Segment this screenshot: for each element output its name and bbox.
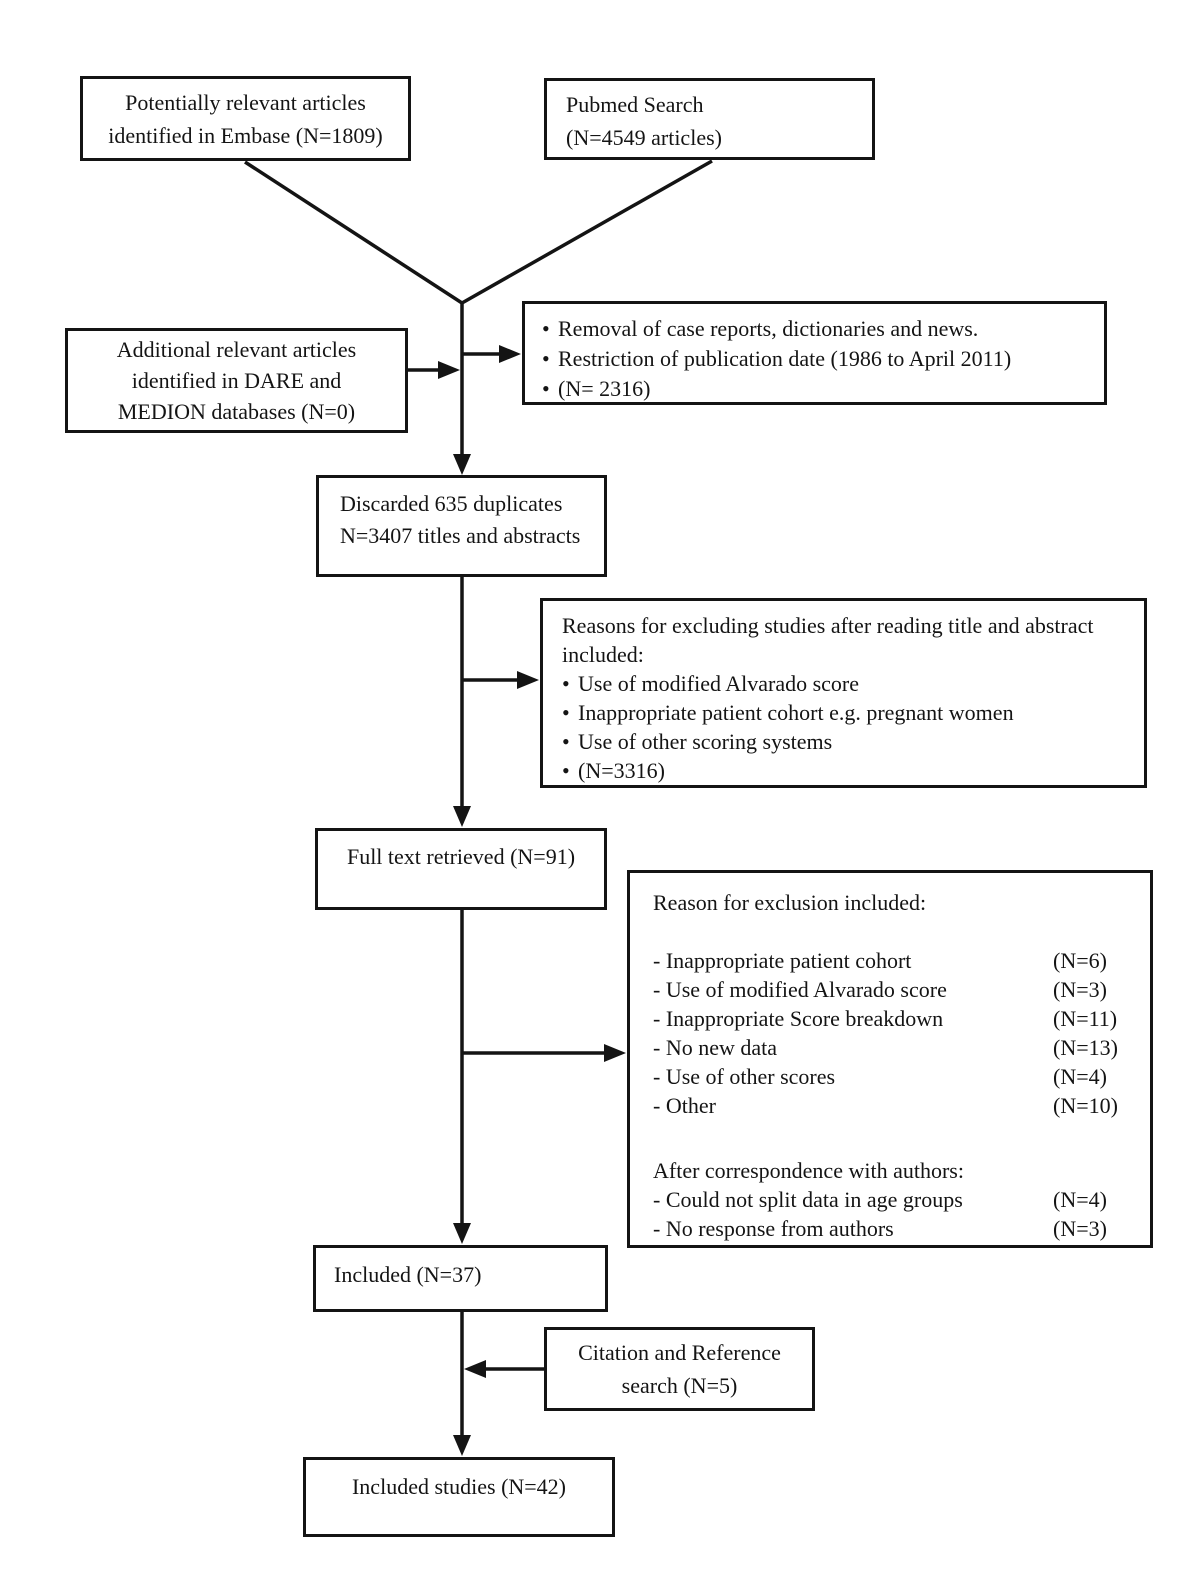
spine-to-filter-arrow xyxy=(462,345,521,363)
exclusion-count: (N=13) xyxy=(1053,1035,1118,1060)
exclusion-label: - Could not split data in age groups xyxy=(653,1187,963,1212)
pubmed-filter-box: Removal of case reports, dictionaries an… xyxy=(522,301,1107,405)
abstract-exclusions-bullet-3: Use of other scoring systems xyxy=(562,727,1128,756)
included-to-final-arrow xyxy=(453,1312,471,1456)
embase-box: Potentially relevant articles identified… xyxy=(80,76,411,161)
fulltext-retrieved-box: Full text retrieved (N=91) xyxy=(315,828,607,910)
exclusion-row: - Use of modified Alvarado score (N=3) xyxy=(653,975,1140,1004)
embase-line-2: identified in Embase (N=1809) xyxy=(108,122,383,148)
exclusion-count: (N=4) xyxy=(1053,1187,1107,1212)
duplicates-to-fulltext-arrow xyxy=(453,577,471,827)
included-line-1: Included (N=37) xyxy=(334,1262,482,1287)
exclusion-row: - Other (N=10) xyxy=(653,1091,1140,1120)
exclusion-row: - Inappropriate patient cohort (N=6) xyxy=(653,946,1140,975)
abstract-exclusions-header-1: Reasons for excluding studies after read… xyxy=(562,613,1094,638)
duplicates-line-2: N=3407 titles and abstracts xyxy=(340,523,581,548)
spacer xyxy=(653,917,1140,946)
exclusion-count: (N=10) xyxy=(1053,1093,1118,1118)
dare-line-1: Additional relevant articles xyxy=(116,337,357,362)
included-box: Included (N=37) xyxy=(313,1245,608,1312)
spine-to-abstract-exclusions-arrow xyxy=(462,671,539,689)
exclusion-count: (N=11) xyxy=(1053,1006,1118,1031)
pubmed-box: Pubmed Search (N=4549 articles) xyxy=(544,78,875,160)
abstract-exclusions-box: Reasons for excluding studies after read… xyxy=(540,598,1147,788)
exclusion-label: - Use of other scores xyxy=(653,1064,836,1089)
filter-bullet-3: (N= 2316) xyxy=(542,374,1094,404)
included-studies-box: Included studies (N=42) xyxy=(303,1457,615,1537)
filter-bullet-1: Removal of case reports, dictionaries an… xyxy=(542,314,1094,344)
duplicates-box: Discarded 635 duplicates N=3407 titles a… xyxy=(316,475,607,577)
fulltext-to-included-arrow xyxy=(453,910,471,1244)
exclusion-label: - No response from authors xyxy=(653,1216,894,1241)
dare-to-spine-arrow xyxy=(408,361,460,379)
fulltext-line-1: Full text retrieved (N=91) xyxy=(346,844,576,869)
exclusion-row: - Use of other scores (N=4) xyxy=(653,1062,1140,1091)
duplicates-line-1: Discarded 635 duplicates xyxy=(340,491,563,516)
included-studies-line-1: Included studies (N=42) xyxy=(351,1474,567,1499)
citation-line-2: search (N=5) xyxy=(621,1373,738,1398)
exclusion-label: - Use of modified Alvarado score xyxy=(653,977,947,1002)
exclusion-label: - Inappropriate patient cohort xyxy=(653,948,912,973)
fulltext-exclusions-header: Reason for exclusion included: xyxy=(653,890,927,915)
exclusion-label: - No new data xyxy=(653,1035,778,1060)
exclusion-row: - No new data (N=13) xyxy=(653,1033,1140,1062)
abstract-exclusions-bullet-2: Inappropriate patient cohort e.g. pregna… xyxy=(562,698,1128,727)
abstract-exclusions-bullet-4: (N=3316) xyxy=(562,756,1128,785)
pubmed-line-2: (N=4549 articles) xyxy=(566,125,722,150)
citation-to-spine-arrow xyxy=(464,1360,544,1378)
dare-line-3: MEDION databases (N=0) xyxy=(117,399,356,424)
exclusion-count: (N=4) xyxy=(1053,1064,1107,1089)
exclusion-row: - Inappropriate Score breakdown (N=11) xyxy=(653,1004,1140,1033)
citation-search-box: Citation and Reference search (N=5) xyxy=(544,1327,815,1411)
embase-line-1: Potentially relevant articles xyxy=(125,89,366,115)
abstract-exclusions-header-2: included: xyxy=(562,642,644,667)
exclusion-label: - Other xyxy=(653,1093,716,1118)
exclusion-row: - Could not split data in age groups (N=… xyxy=(653,1185,1140,1214)
pubmed-line-1: Pubmed Search xyxy=(566,92,704,117)
spine-to-fulltext-exclusions-arrow xyxy=(462,1044,626,1062)
abstract-exclusions-bullet-1: Use of modified Alvarado score xyxy=(562,669,1128,698)
exclusion-count: (N=6) xyxy=(1053,948,1107,973)
dare-line-2: identified in DARE and xyxy=(131,368,342,393)
fulltext-exclusions-box: Reason for exclusion included: - Inappro… xyxy=(627,870,1153,1248)
exclusion-label: - Inappropriate Score breakdown xyxy=(653,1006,944,1031)
fulltext-exclusions-subheader: After correspondence with authors: xyxy=(653,1158,964,1183)
dare-medion-box: Additional relevant articles identified … xyxy=(65,328,408,433)
spacer xyxy=(653,1120,1140,1156)
exclusion-count: (N=3) xyxy=(1053,977,1107,1002)
filter-bullet-2: Restriction of publication date (1986 to… xyxy=(542,344,1094,374)
exclusion-row: - No response from authors (N=3) xyxy=(653,1214,1140,1243)
citation-line-1: Citation and Reference xyxy=(578,1340,781,1365)
exclusion-count: (N=3) xyxy=(1053,1216,1107,1241)
